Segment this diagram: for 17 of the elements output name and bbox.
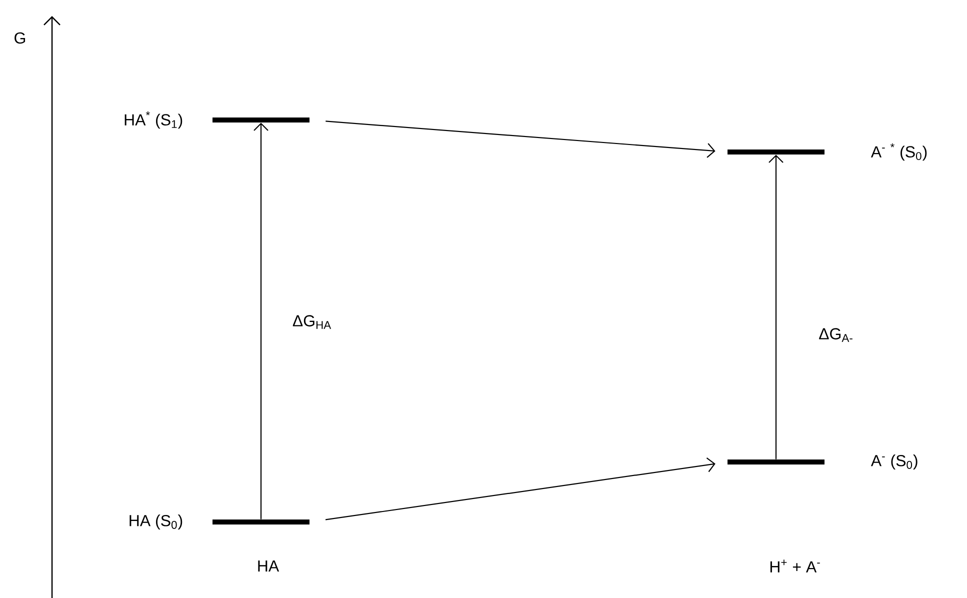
arrow <box>254 122 268 520</box>
energy-level-bar <box>728 150 824 154</box>
arrow <box>325 457 716 520</box>
level-label: A$^{- *}$ (S$_{0}$) <box>870 143 927 161</box>
arrow <box>326 120 716 158</box>
species-label: HA <box>258 560 280 572</box>
level-label: A$^{-}$ (S$_{0}$) <box>870 454 918 470</box>
species-label: G <box>14 32 26 44</box>
edge-label: ΔG$_{A-}$ <box>816 326 856 344</box>
edge-label: ΔG$_{HA}$ <box>290 313 334 331</box>
level-label: HA (S$_{0}$) <box>130 514 182 530</box>
energy-level-bar <box>212 520 310 524</box>
level-label: HA$^{*}$ (S$_{1}$) <box>124 111 182 129</box>
energy-level-bar <box>212 118 310 122</box>
arrow <box>768 154 784 460</box>
species-label: H$^{+}$ + A$^{-}$ <box>770 560 820 572</box>
energy-level-bar <box>728 460 824 464</box>
